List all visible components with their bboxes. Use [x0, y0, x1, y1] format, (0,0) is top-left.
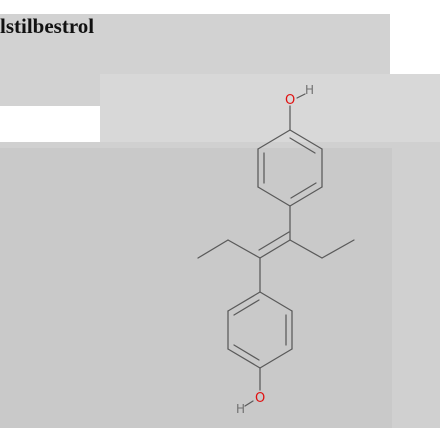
compound-title: lstilbestrol [0, 14, 95, 38]
bond-inner [289, 137, 316, 154]
bond [259, 291, 293, 312]
bond [227, 239, 261, 259]
oxygen-atom-top: O [285, 93, 295, 108]
bond-double-b [258, 231, 290, 251]
bond-inner [233, 299, 260, 316]
bond [227, 291, 261, 312]
upper-benzene-ring [257, 129, 323, 207]
hydrogen-atom-bottom: H [236, 402, 245, 416]
bond [259, 348, 293, 369]
bond [289, 129, 323, 150]
bond-inner [290, 182, 317, 199]
bond [197, 239, 229, 259]
bond-inner [233, 344, 260, 361]
structure-panel [0, 148, 392, 428]
bond [321, 239, 355, 259]
bond-double-a [259, 239, 291, 259]
bond [227, 348, 261, 369]
bond [289, 239, 323, 259]
oxygen-atom-bottom: O [255, 391, 265, 406]
bond-o-h-bottom [244, 400, 254, 407]
hydrogen-atom-top: H [305, 83, 314, 97]
bond [257, 129, 291, 150]
bond-o-h-top [296, 93, 306, 99]
bond [257, 186, 291, 207]
lower-benzene-ring [227, 291, 293, 369]
bond [289, 186, 323, 207]
